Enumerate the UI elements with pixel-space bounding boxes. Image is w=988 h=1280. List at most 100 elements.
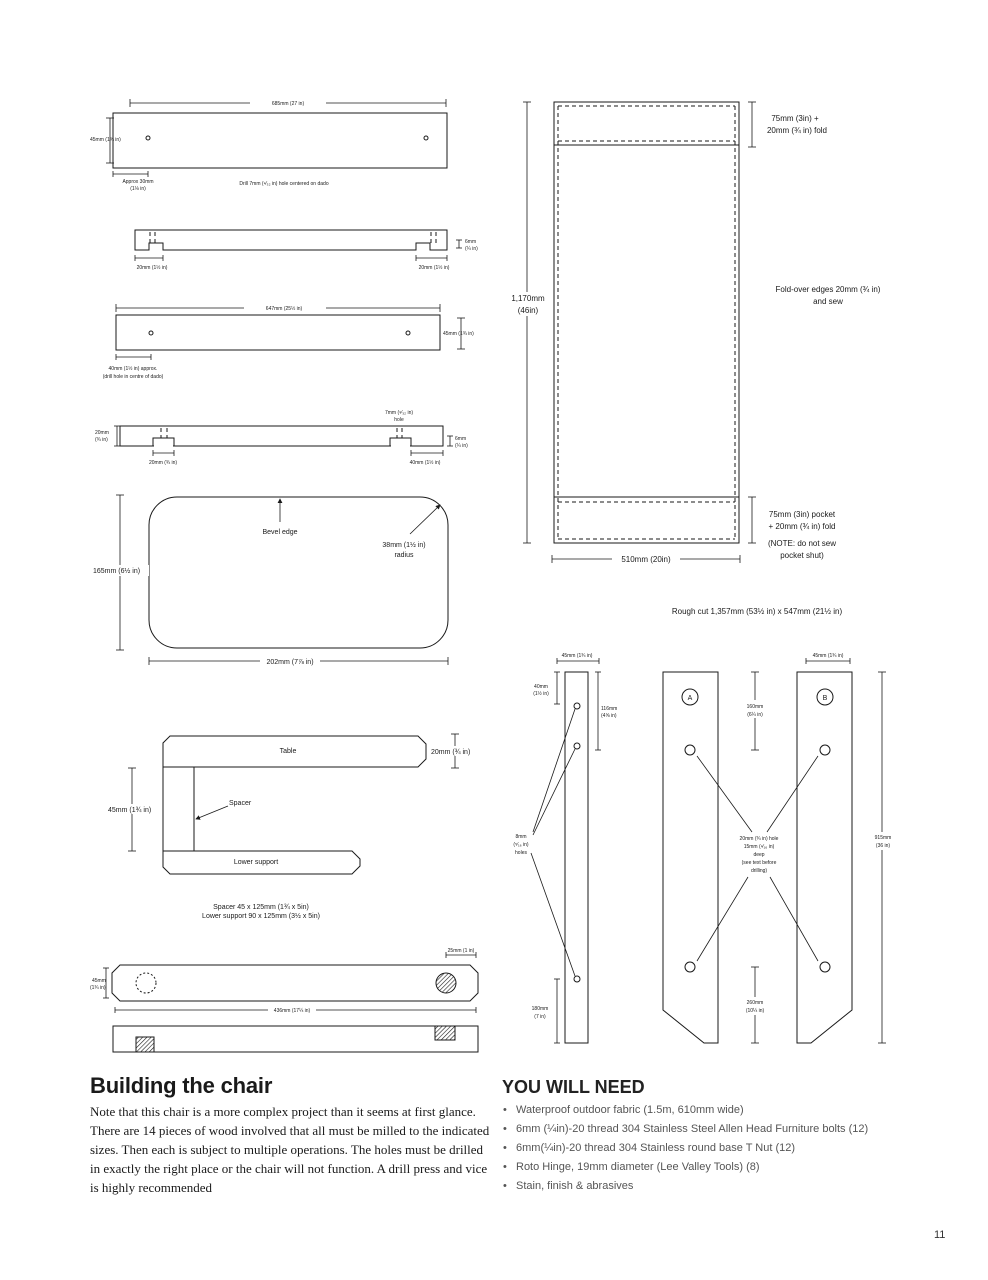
- rail2-height-label: 20mm: [95, 430, 109, 436]
- fabric-outline: [553, 101, 740, 544]
- rail2-body: [115, 314, 441, 351]
- dado-right-label: 20mm (1½ in): [419, 264, 450, 271]
- rail-length-label: 685mm (27 in): [272, 101, 305, 107]
- rail2-note-1: 40mm (1½ in) approx.: [109, 365, 158, 372]
- leg-narrow-hole-2: [573, 742, 581, 750]
- leg-ab-hole-label-4: (see text before: [742, 860, 777, 866]
- leg-ab-bottom-in-label: (10¼ in): [746, 1008, 765, 1014]
- leg-ab-hole-label-1: 20mm (¾ in) hole: [740, 836, 779, 842]
- leg-top-gap-label: 40mm: [534, 684, 548, 690]
- rail2-dado-right-label: 40mm (1½ in): [410, 459, 441, 466]
- leg-spacing-in-label: (4⅝ in): [601, 713, 617, 719]
- dowel-height-label: 45mm: [92, 978, 106, 984]
- rail2-height-in-label: (¾ in): [95, 437, 108, 443]
- leg-narrow-hole-1: [573, 702, 581, 710]
- fabric-height-label: 1,170mm: [511, 294, 545, 303]
- fabric-edges-label: Fold-over edges 20mm (¾ in): [776, 285, 881, 294]
- assembly-height-label: 45mm (1¾ in): [108, 807, 151, 814]
- leg-ab-hole-label-3: deep: [753, 852, 764, 858]
- fabric-pocket-label-2: + 20mm (¾ in) fold: [769, 522, 836, 531]
- part-rail-dado-view: 20mm (1½ in) 20mm (1½ in) 6mm (¼ in): [134, 229, 478, 271]
- fabric-top-fold-label-2: 20mm (¾ in) fold: [767, 126, 827, 135]
- dado-depth-in-label: (¼ in): [465, 246, 478, 252]
- dowel-diameter-label: 25mm (1 in): [448, 948, 475, 954]
- rail2-dado-left-label: 20mm (¾ in): [149, 460, 177, 466]
- dowel-hole-right: [435, 972, 457, 994]
- fabric-height-in-label: (46in): [518, 306, 539, 315]
- part-cross-piece: 25mm (1 in) 45mm (1¾ in) 436mm (17¼ in): [90, 948, 479, 1053]
- rail-hole-right: [423, 135, 429, 141]
- leg-narrow-hole-3: [573, 975, 581, 983]
- list-item: 6mm (¼in)-20 thread 304 Stainless Steel …: [502, 1123, 868, 1142]
- leg-ab-hole-label-2: 15mm (⁹⁄₁₆ in): [744, 844, 775, 850]
- arm-width-label: 202mm (7⅞ in): [266, 659, 313, 666]
- leg-b-label: B: [823, 695, 828, 702]
- leg-holes-in-label: (⁵⁄₁₆ in): [513, 842, 529, 848]
- rail-width-label: 45mm (1¾ in): [90, 137, 121, 143]
- rail2-hole-label: 7mm (⁹⁄₃₂ in): [385, 410, 413, 416]
- dowel-hole-left: [135, 972, 157, 994]
- dowel-end-left: [135, 1036, 155, 1053]
- leg-bottom-label: 180mm: [532, 1006, 549, 1012]
- you-will-need-title: YOU WILL NEED: [502, 1077, 645, 1097]
- leg-bottom-in-label: (7 in): [534, 1014, 546, 1020]
- part-legs: 45mm (1¾ in) 40mm (1½ in) 116mm (4⅝ in) …: [513, 653, 898, 1044]
- leg-holes-text-label: holes: [515, 850, 527, 856]
- page-number: 11: [934, 1229, 946, 1241]
- leg-ab-top-in-label: (6¼ in): [747, 712, 763, 718]
- lower-support-label: Lower support: [234, 859, 278, 866]
- spacer-piece: [162, 766, 195, 852]
- leg-ab-bottom-label: 260mm: [747, 1000, 764, 1006]
- rail-approx-in-label: (1⅛ in): [130, 186, 146, 192]
- dowel-height-in-label: (1¾ in): [90, 985, 106, 991]
- leg-holes-label: 8mm: [515, 834, 526, 840]
- leg-ab-top-label: 160mm: [747, 704, 764, 710]
- leg-b: [796, 671, 853, 1044]
- leg-narrow: [564, 671, 589, 1044]
- part-table-assembly: Table Lower support Spacer 20mm (¾ in) 4…: [106, 733, 478, 920]
- rail-drill-note: Drill 7mm (⁹⁄₃₂ in) hole centered on dad…: [239, 181, 328, 187]
- rail-body: [112, 112, 448, 169]
- leg-b-hole-top: [819, 744, 831, 756]
- rail2-width-label: 45mm (1¾ in): [443, 331, 474, 337]
- fabric-pocket-label-1: 75mm (3in) pocket: [769, 510, 836, 519]
- fabric-rough-cut-label: Rough cut 1,357mm (53½ in) x 547mm (21½ …: [672, 607, 843, 616]
- dowel-end-right: [434, 1025, 456, 1041]
- rail2-hole-left: [148, 330, 154, 336]
- leg-a-hole-top: [684, 744, 696, 756]
- fabric-top-fold-label: 75mm (3in) +: [771, 114, 819, 123]
- spacer-label: Spacer: [229, 800, 252, 807]
- part-fabric-sling: 75mm (3in) + 20mm (¾ in) fold 1,170mm (4…: [506, 101, 881, 616]
- rail2-hole-label-2: hole: [394, 417, 404, 423]
- intro-paragraph: Note that this chair is a more complex p…: [90, 1104, 490, 1195]
- cross-piece-length-label: 436mm (17¼ in): [274, 1008, 311, 1014]
- woodworking-diagram: 685mm (27 in) 45mm (1¾ in) Approx 30mm (…: [90, 99, 898, 1053]
- leg-width-right-label: 45mm (1¾ in): [813, 653, 844, 659]
- arm-rest-body: [148, 496, 449, 649]
- materials-list: Waterproof outdoor fabric (1.5m, 610mm w…: [502, 1104, 868, 1199]
- part-second-rail: 647mm (25½ in) 45mm (1¾ in) 40mm (1½ in)…: [103, 304, 474, 380]
- rail2-length-label: 647mm (25½ in): [266, 305, 303, 312]
- rail2-depth-in-label: (¼ in): [455, 443, 468, 449]
- leg-b-hole-bottom: [819, 961, 831, 973]
- radius-label: 38mm (1½ in): [382, 541, 425, 549]
- fabric-width-label: 510mm (20in): [621, 555, 671, 564]
- table-label: Table: [280, 748, 297, 755]
- leg-width-left-label: 45mm (1¾ in): [562, 653, 593, 659]
- part-arm-rest: Bevel edge 38mm (1½ in) radius 165mm (6½…: [91, 494, 449, 666]
- leg-length-in-label: (36 in): [876, 843, 891, 849]
- bevel-edge-label: Bevel edge: [262, 529, 297, 536]
- dado-left-label: 20mm (1½ in): [137, 264, 168, 271]
- section-heading: Building the chair: [90, 1073, 273, 1098]
- list-item: Roto Hinge, 19mm diameter (Lee Valley To…: [502, 1161, 868, 1180]
- rail-approx-label: Approx 30mm: [122, 179, 153, 185]
- part-top-rail: 685mm (27 in) 45mm (1¾ in) Approx 30mm (…: [90, 99, 448, 192]
- table-height-label: 20mm (¾ in): [431, 749, 470, 756]
- rail-hole-left: [145, 135, 151, 141]
- leg-spacing-label: 116mm: [601, 706, 617, 712]
- leg-top-gap-in-label: (1½ in): [533, 690, 549, 697]
- part-rail2-dado-view: 20mm (¾ in) 7mm (⁹⁄₃₂ in) hole 6mm (¼ in…: [95, 410, 468, 466]
- leg-ab-hole-label-5: drilling): [751, 868, 767, 874]
- lower-support-note: Lower support 90 x 125mm (3½ x 5in): [202, 912, 320, 920]
- radius-label-2: radius: [394, 552, 414, 559]
